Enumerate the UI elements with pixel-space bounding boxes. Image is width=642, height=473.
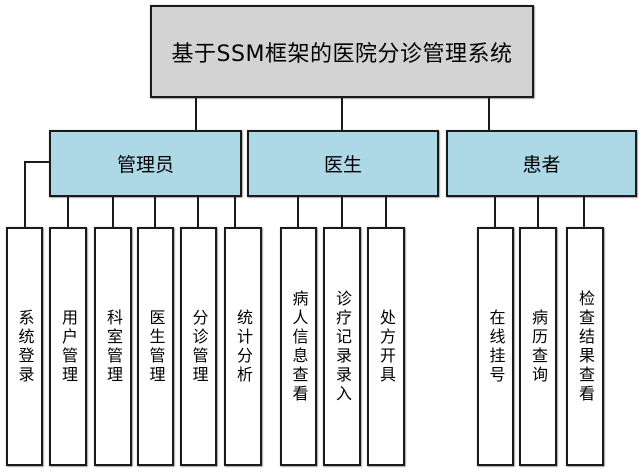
connector-title-to-patient [488, 96, 490, 133]
leaf-box-online-registration: 在线挂号 [477, 227, 514, 466]
leaf-box-patient-info-view: 病人信息查看 [280, 227, 317, 466]
connector-doctor-to-treatment-record-entry [341, 194, 343, 230]
leaf-box-prescription-issue: 处方开具 [367, 227, 405, 466]
leaf-box-system-login: 系统登录 [6, 227, 43, 466]
leaf-label-statistics-analysis: 统计分析 [234, 308, 253, 385]
leaf-label-triage-management: 分诊管理 [189, 308, 209, 385]
role-doctor-label: 医生 [323, 154, 362, 176]
connector-patient-to-medical-record-query [537, 194, 539, 230]
system-title-label: 基于SSM框架的医院分诊管理系统 [171, 41, 513, 67]
connector-title-to-doctor [341, 96, 343, 133]
leaf-label-prescription-issue: 处方开具 [377, 308, 396, 385]
leaf-box-department-management: 科室管理 [94, 227, 132, 466]
leaf-label-medical-record-query: 病历查询 [529, 308, 548, 385]
connector-admin-to-system-login [24, 161, 26, 230]
leaf-label-doctor-management: 医生管理 [146, 308, 166, 385]
leaf-box-triage-management: 分诊管理 [180, 227, 217, 466]
connector-doctor-to-prescription-issue [385, 194, 387, 230]
role-box-admin: 管理员 [49, 130, 242, 197]
role-patient-label: 患者 [522, 154, 561, 176]
leaf-label-system-login: 系统登录 [15, 308, 35, 385]
connector-admin-to-user-management [67, 194, 69, 230]
connector-doctor-to-patient-info-view [297, 194, 299, 230]
connector-admin-to-triage-management [197, 194, 199, 230]
connector-patient-to-online-registration [494, 194, 496, 230]
leaf-label-treatment-record-entry: 诊疗记录录入 [333, 289, 352, 404]
leaf-box-user-management: 用户管理 [49, 227, 87, 466]
connector-patient-to-test-result-view [583, 194, 585, 230]
leaf-box-doctor-management: 医生管理 [137, 227, 174, 466]
leaf-label-user-management: 用户管理 [59, 308, 78, 385]
connector-admin-to-statistics-analysis [234, 194, 236, 230]
system-title-box: 基于SSM框架的医院分诊管理系统 [150, 5, 534, 98]
connector-title-to-admin [195, 96, 197, 133]
connector-admin-to-department-management [112, 194, 114, 230]
leaf-box-statistics-analysis: 统计分析 [224, 227, 262, 466]
leaf-box-medical-record-query: 病历查询 [519, 227, 557, 466]
leaf-label-patient-info-view: 病人信息查看 [289, 289, 309, 404]
role-box-doctor: 医生 [247, 130, 439, 197]
leaf-label-test-result-view: 检查结果查看 [576, 289, 595, 404]
connector-admin-to-doctor-management [154, 194, 156, 230]
leaf-label-online-registration: 在线挂号 [486, 308, 506, 385]
connector-admin-elbow-horizontal [24, 161, 51, 163]
leaf-box-test-result-view: 检查结果查看 [566, 227, 604, 466]
leaf-box-treatment-record-entry: 诊疗记录录入 [323, 227, 361, 466]
leaf-label-department-management: 科室管理 [104, 308, 123, 385]
role-admin-label: 管理员 [116, 154, 174, 176]
role-box-patient: 患者 [446, 130, 637, 197]
